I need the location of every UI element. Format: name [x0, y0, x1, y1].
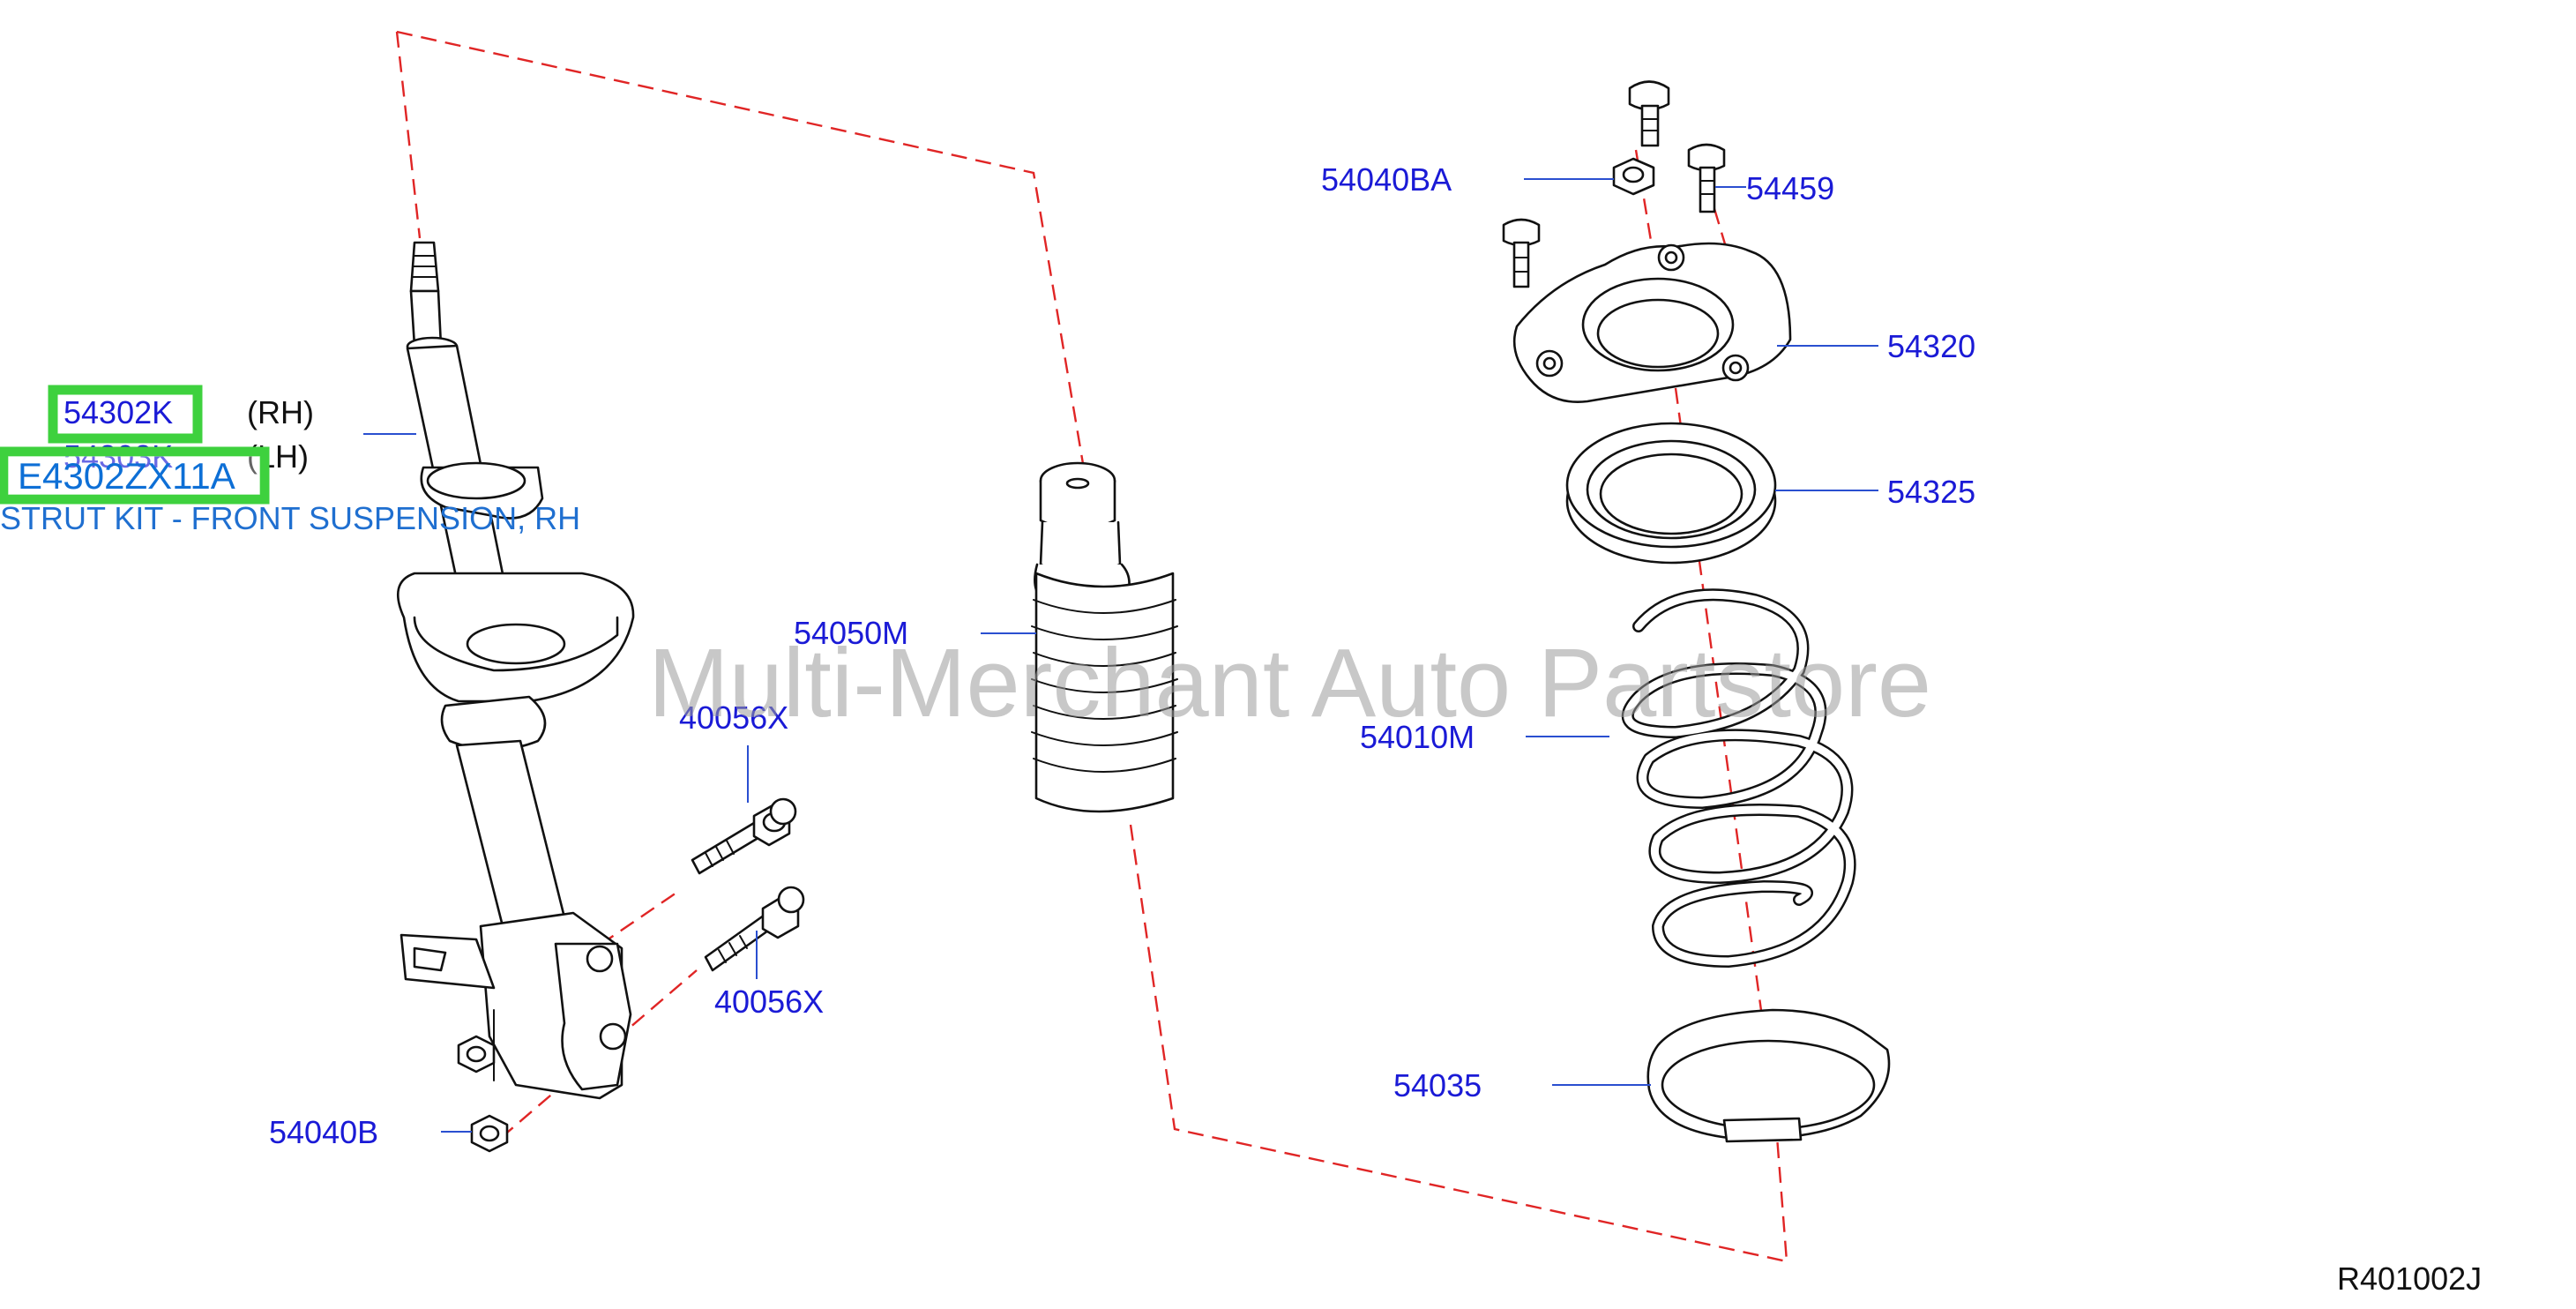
- bound-bumper[interactable]: [1031, 461, 1178, 813]
- highlight-box-kit: [0, 446, 270, 505]
- spring-seat[interactable]: [1646, 1008, 1891, 1143]
- label-nut-lower[interactable]: 54040B: [269, 1114, 378, 1150]
- nut-lower-2[interactable]: [470, 1114, 509, 1153]
- label-mount-bolt[interactable]: 54459: [1746, 170, 1834, 206]
- strut-mount[interactable]: [1512, 242, 1792, 403]
- highlight-box-strut-rh: [48, 385, 203, 444]
- mount-bolt-3[interactable]: [1502, 218, 1541, 288]
- bolt-lower[interactable]: [704, 886, 805, 972]
- label-strut-mount[interactable]: 54320: [1887, 328, 1975, 364]
- nut-lower-1[interactable]: [457, 1035, 496, 1073]
- nut-mount[interactable]: [1612, 157, 1655, 196]
- bolt-upper[interactable]: [691, 797, 797, 875]
- label-spring-seat[interactable]: 54035: [1393, 1067, 1482, 1103]
- label-bolt-upper[interactable]: 40056X: [679, 699, 788, 736]
- mount-bolt-1[interactable]: [1628, 80, 1670, 147]
- label-bound-bumper[interactable]: 54050M: [794, 615, 908, 651]
- strut-assembly[interactable]: [388, 229, 644, 1111]
- bearing[interactable]: [1565, 422, 1777, 565]
- diagram-code: R401002J: [2337, 1260, 2482, 1297]
- label-strut-rh[interactable]: 54302K: [63, 394, 173, 430]
- label-bolt-lower[interactable]: 40056X: [714, 984, 824, 1020]
- label-bearing[interactable]: 54325: [1887, 474, 1975, 510]
- watermark: Multi-Merchant Auto Partstore: [648, 629, 1931, 737]
- coil-spring[interactable]: [1621, 588, 1856, 968]
- strut-hitbox[interactable]: [388, 229, 644, 1111]
- label-nut-mount[interactable]: 54040BA: [1321, 161, 1452, 198]
- label-coil-spring[interactable]: 54010M: [1360, 719, 1475, 755]
- label-strut-rh-side: (RH): [247, 394, 314, 430]
- highlight-description: STRUT KIT - FRONT SUSPENSION, RH: [0, 500, 580, 536]
- highlight-part-number[interactable]: E4302ZX11A: [18, 455, 235, 497]
- highlight-fill-kit: [8, 456, 260, 495]
- mount-bolt-2[interactable]: [1687, 143, 1726, 213]
- leader-lines: [363, 178, 1878, 1133]
